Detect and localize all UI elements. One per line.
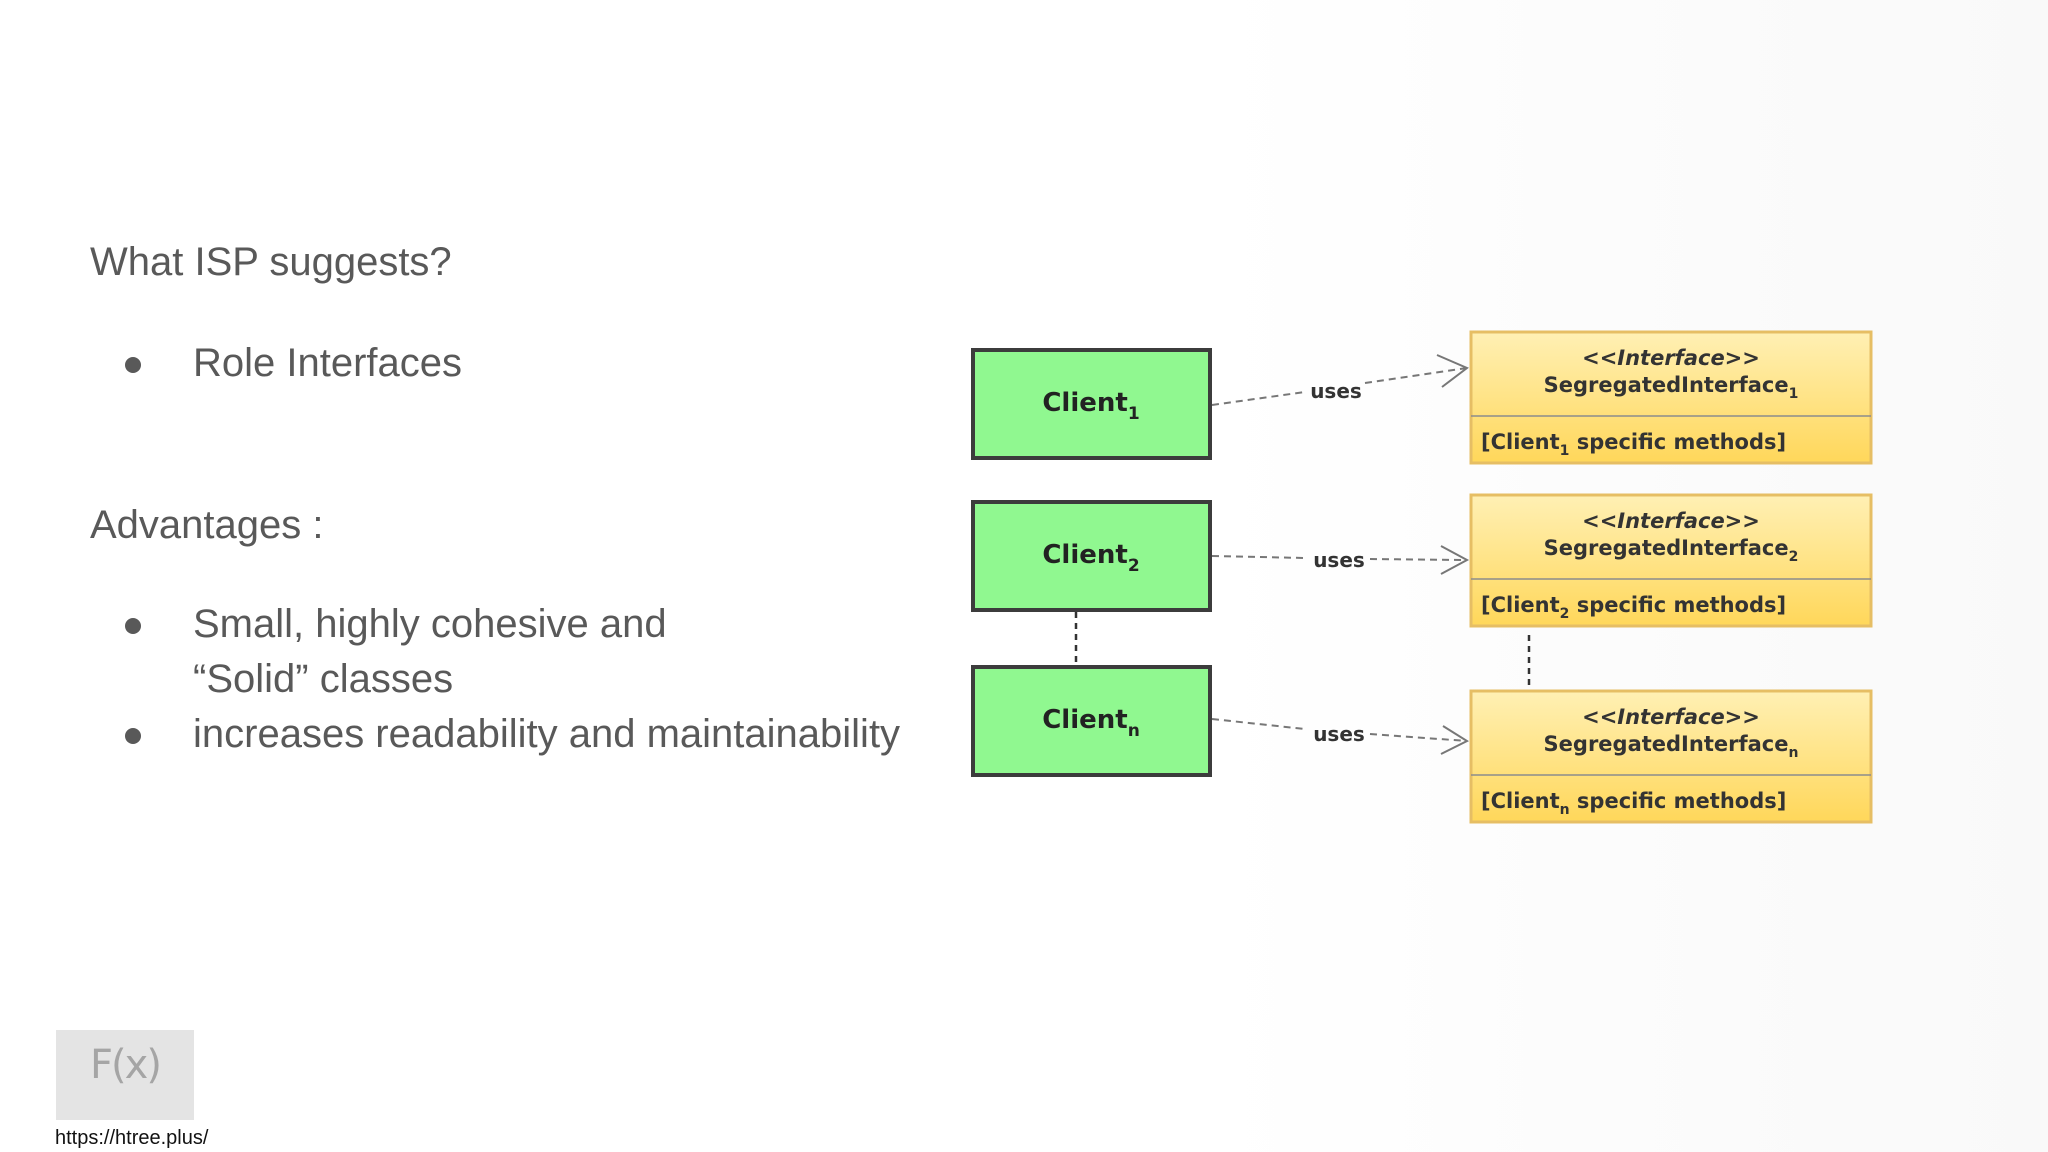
interface-name: SegregatedInterface: [1544, 732, 1789, 756]
interface-methods: [Client: [1481, 789, 1560, 813]
svg-text:SegregatedInterface2: SegregatedInterface2: [1544, 536, 1799, 565]
interface-box: <<Interface>> SegregatedInterface2 [Clie…: [1469, 493, 1873, 628]
bullet-small-cohesive-line1: Small, highly cohesive and: [193, 602, 667, 646]
interface-methods: [Client: [1481, 593, 1560, 617]
interface-stereotype: <<Interface>>: [1582, 346, 1760, 370]
svg-text:[Client1 specific methods]: [Client1 specific methods]: [1481, 430, 1786, 459]
interface-subscript: n: [1788, 745, 1798, 761]
heading-what-isp-suggests: What ISP suggests?: [90, 240, 452, 284]
interface-stereotype: <<Interface>>: [1582, 705, 1760, 729]
bullet-dot: [125, 618, 141, 634]
client-subscript: 1: [1128, 404, 1140, 424]
interface-methods-subscript: 1: [1560, 443, 1570, 459]
interface-methods-suffix: specific methods]: [1570, 789, 1787, 813]
heading-advantages: Advantages :: [90, 503, 324, 547]
interface-box: <<Interface>> SegregatedInterface1 [Clie…: [1469, 330, 1873, 465]
bullet-readability: increases readability and maintainabilit…: [193, 712, 901, 756]
interface-methods: [Client: [1481, 430, 1560, 454]
bullet-small-cohesive-line2: “Solid” classes: [193, 657, 454, 701]
svg-text:[Clientn specific methods]: [Clientn specific methods]: [1481, 789, 1786, 818]
svg-text:Client1: Client1: [1042, 388, 1139, 424]
interface-name: SegregatedInterface: [1544, 373, 1789, 397]
client-box: Clientn: [971, 665, 1212, 777]
client-box: Client1: [971, 348, 1212, 460]
svg-text:SegregatedInterface1: SegregatedInterface1: [1544, 373, 1799, 402]
uses-arrow: [1211, 718, 1470, 755]
bullet-dot: [125, 728, 141, 744]
svg-text:[Client2 specific methods]: [Client2 specific methods]: [1481, 593, 1786, 622]
bullet-dot: [125, 357, 141, 373]
bullet-role-interfaces: Role Interfaces: [193, 341, 463, 385]
interface-subscript: 1: [1789, 386, 1799, 402]
interface-methods-subscript: n: [1560, 802, 1570, 818]
interface-methods-subscript: 2: [1560, 606, 1570, 622]
interface-subscript: 2: [1789, 549, 1799, 565]
interface-stereotype: <<Interface>>: [1582, 509, 1760, 533]
interface-box: <<Interface>> SegregatedInterfacen [Clie…: [1469, 689, 1873, 824]
fx-logo-glyph: F(x): [90, 1042, 162, 1088]
svg-text:Clientn: Clientn: [1042, 705, 1140, 741]
uses-arrow: [1211, 354, 1469, 406]
footer-url[interactable]: https://htree.plus/: [55, 1127, 209, 1149]
interface-name: SegregatedInterface: [1544, 536, 1789, 560]
uses-arrow: [1211, 545, 1470, 575]
uses-label: uses: [1310, 379, 1362, 403]
interface-methods-suffix: specific methods]: [1569, 593, 1786, 617]
client-subscript: 2: [1128, 556, 1140, 576]
client-label: Client: [1042, 388, 1127, 418]
uses-label: uses: [1313, 722, 1365, 746]
client-label: Client: [1042, 540, 1127, 570]
svg-text:Client2: Client2: [1042, 540, 1139, 576]
svg-text:SegregatedInterfacen: SegregatedInterfacen: [1544, 732, 1799, 761]
client-label: Client: [1042, 705, 1127, 735]
interface-methods-suffix: specific methods]: [1569, 430, 1786, 454]
client-subscript: n: [1128, 721, 1140, 741]
fx-logo: F(x): [56, 1030, 194, 1120]
uses-label: uses: [1313, 548, 1365, 572]
client-box: Client2: [971, 500, 1212, 612]
